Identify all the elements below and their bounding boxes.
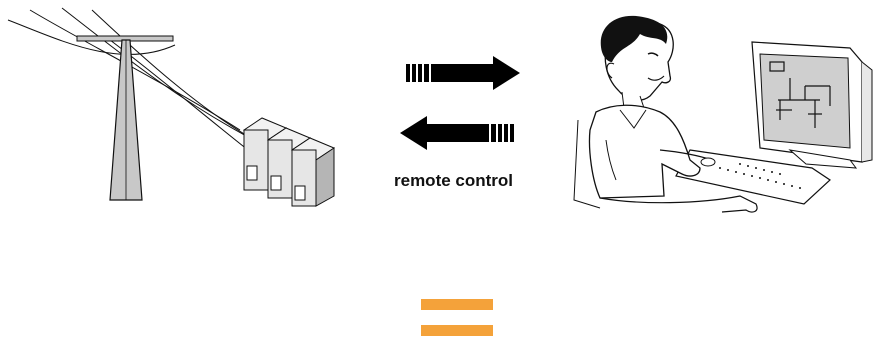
equals-sign-icon	[421, 299, 493, 339]
equals-bar-top	[421, 299, 493, 310]
equals-bar-bottom	[421, 325, 493, 336]
substation-equipment-icon	[242, 117, 336, 207]
arrow-left-icon	[400, 116, 514, 150]
operator-at-computer-icon	[573, 15, 873, 213]
power-line-tower-icon	[7, 7, 259, 201]
arrow-right-icon	[406, 56, 520, 90]
remote-control-caption: remote control	[394, 171, 514, 190]
